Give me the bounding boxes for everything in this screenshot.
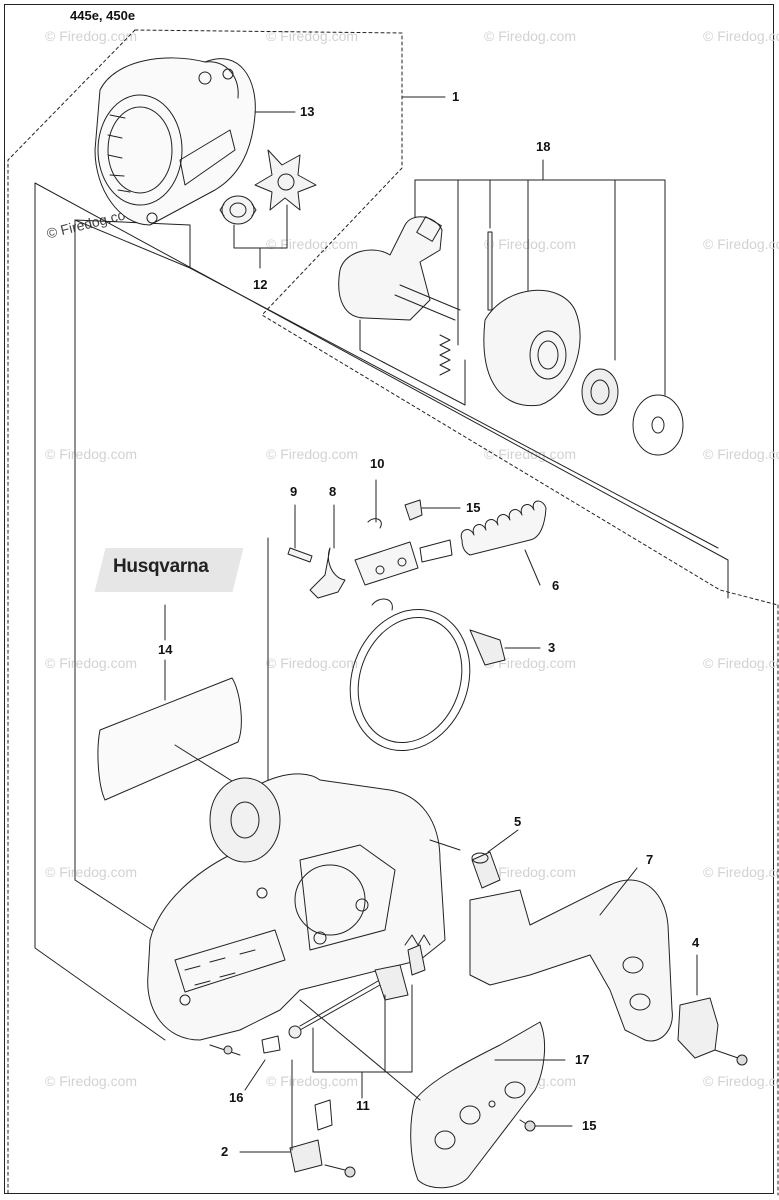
watermark: © Firedog.com — [484, 236, 577, 252]
callout-4: 4 — [692, 935, 700, 950]
callout-15-bottom: 15 — [582, 1118, 597, 1133]
model-label: 445e, 450e — [70, 8, 136, 23]
part-17-side-plate — [299, 999, 573, 1189]
part-4-bracket — [677, 954, 748, 1066]
watermark: © Firedog.com — [703, 28, 779, 44]
callout-3: 3 — [548, 640, 556, 655]
callout-15-top: 15 — [466, 500, 481, 515]
clutch-cover-main — [147, 773, 446, 1056]
callout-14: 14 — [158, 642, 173, 657]
husqvarna-logo-text: Husqvarna — [113, 556, 209, 577]
watermark: © Firedog.com — [266, 1073, 359, 1089]
watermark: © Firedog.com — [45, 655, 138, 671]
watermark: © Firedog.com — [703, 1073, 779, 1089]
leader-inner-3 — [189, 267, 719, 549]
watermark: © Firedog.com — [484, 864, 577, 880]
leader-inner-1 — [74, 219, 176, 946]
part-7-brake-handle — [469, 867, 673, 1042]
callout-6: 6 — [552, 578, 560, 593]
callout-13: 13 — [300, 104, 315, 119]
part-5-spacer — [429, 829, 519, 889]
watermark: © Firedog.com — [266, 446, 359, 462]
watermark: © Firedog.com — [45, 446, 138, 462]
callout-11: 11 — [356, 1098, 370, 1113]
watermark: © Firedog.com — [45, 28, 138, 44]
watermark: © Firedog.com — [484, 655, 577, 671]
part-3-brake-band — [349, 598, 541, 752]
callout-2: 2 — [221, 1144, 229, 1159]
watermark: © Firedog.com — [703, 864, 779, 880]
callout-7: 7 — [646, 852, 654, 867]
callout-9: 9 — [290, 484, 298, 499]
watermark: © Firedog.com — [484, 28, 577, 44]
part-6-brake-spring — [460, 500, 547, 586]
callout-10: 10 — [370, 456, 385, 471]
callout-5: 5 — [514, 814, 522, 829]
callout-18: 18 — [536, 139, 551, 154]
watermark: © Firedog.com — [266, 655, 359, 671]
leader-housing-outline — [34, 182, 166, 1041]
part-13-flywheel-cover — [94, 57, 256, 226]
part-12-gears — [219, 149, 317, 269]
parts-11-16-hardware — [244, 934, 431, 1099]
callout-17: 17 — [575, 1052, 590, 1067]
leader-inner-2 — [74, 219, 191, 269]
leader-housing-outline-2 — [34, 182, 729, 599]
callout-1: 1 — [452, 89, 460, 104]
callout-8: 8 — [329, 484, 337, 499]
watermark: © Firedog.com — [45, 1073, 138, 1089]
watermark: © Firedog.com — [45, 864, 138, 880]
part-18-brake-assembly — [338, 159, 684, 456]
watermark: © Firedog.com — [703, 655, 779, 671]
watermark: © Firedog.com — [484, 446, 577, 462]
watermark: © Firedog.com — [266, 236, 359, 252]
assembly-outline-left — [7, 29, 136, 1196]
watermark: © Firedog.com — [703, 446, 779, 462]
callout-12: 12 — [253, 277, 268, 292]
callout-16: 16 — [229, 1090, 244, 1105]
parts-8-9-10-15-hardware — [267, 479, 461, 831]
part-2-cover-nut — [239, 1059, 356, 1178]
part-14-warning-label — [97, 604, 263, 801]
watermark: © Firedog.com — [703, 236, 779, 252]
diagram-frame — [4, 4, 774, 1194]
assembly-outline-upper — [134, 29, 779, 606]
